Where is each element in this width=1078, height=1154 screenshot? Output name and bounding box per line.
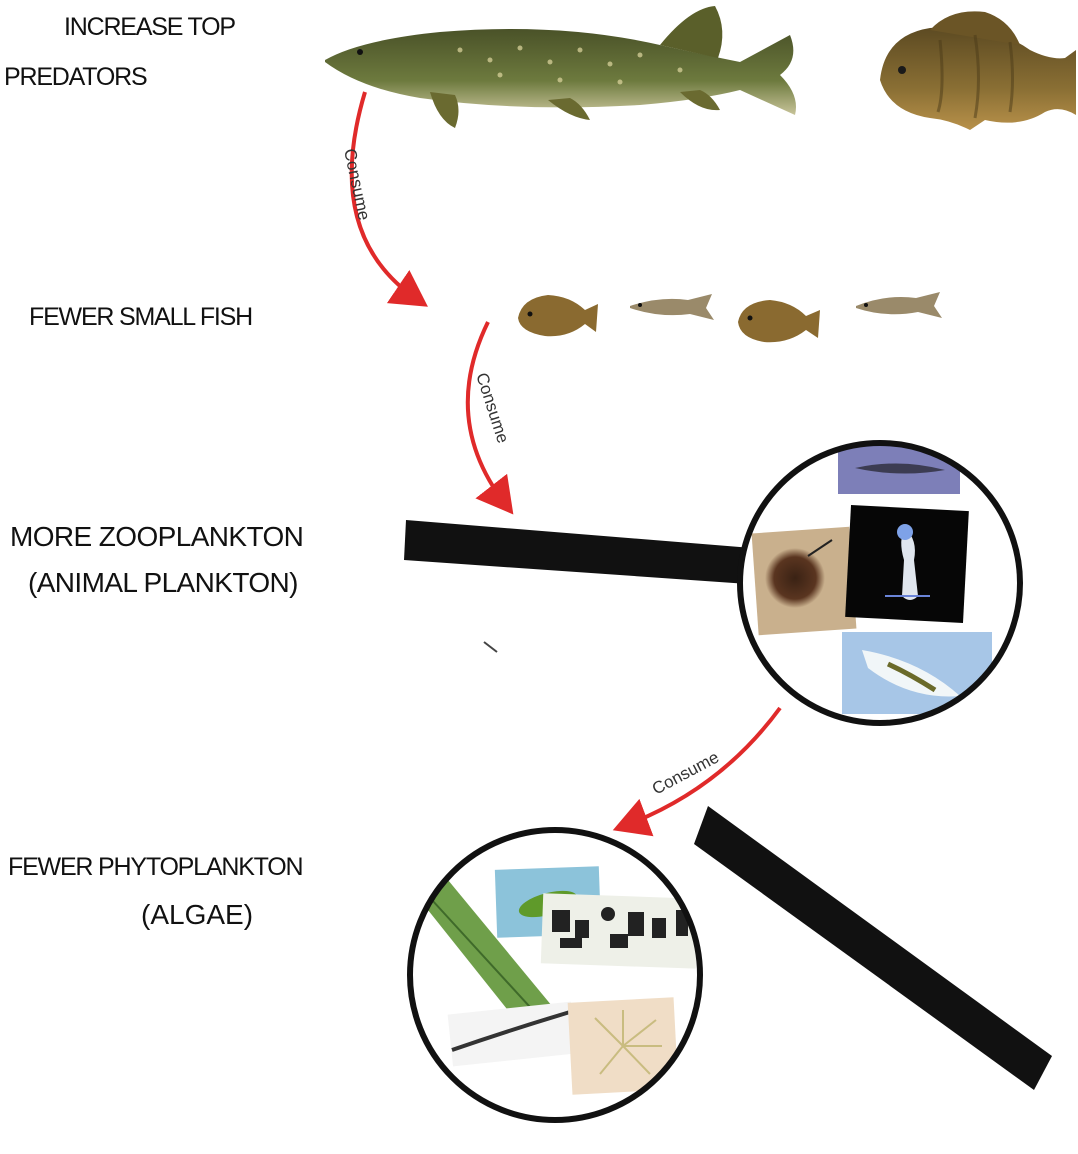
- northern-pike-icon: [325, 6, 796, 128]
- diatom-chain-photo-icon: [541, 893, 698, 968]
- shrimp-larva-photo-icon: [842, 632, 992, 714]
- zooplankton-magnifier: [404, 442, 1020, 723]
- consume-label-2: Consume: [472, 370, 513, 445]
- minnow-icon: [856, 292, 942, 318]
- consume-label-3: Consume: [649, 748, 722, 799]
- bluegill-sunfish-icon: [880, 11, 1076, 130]
- small-sunfish-icon: [518, 295, 598, 336]
- star-diatom-photo-icon: [568, 997, 679, 1094]
- copepod-photo-icon: [838, 442, 960, 494]
- magnifier-handle: [404, 520, 752, 584]
- consume-label-1: Consume: [340, 147, 374, 222]
- rotifer-photo-icon: [845, 505, 969, 623]
- phytoplankton-magnifier: [410, 806, 1052, 1120]
- stray-mark: [484, 642, 497, 652]
- water-flea-photo-icon: [752, 527, 857, 636]
- magnifier-handle: [694, 806, 1052, 1090]
- minnow-icon: [630, 294, 714, 320]
- small-sunfish-icon: [738, 300, 820, 342]
